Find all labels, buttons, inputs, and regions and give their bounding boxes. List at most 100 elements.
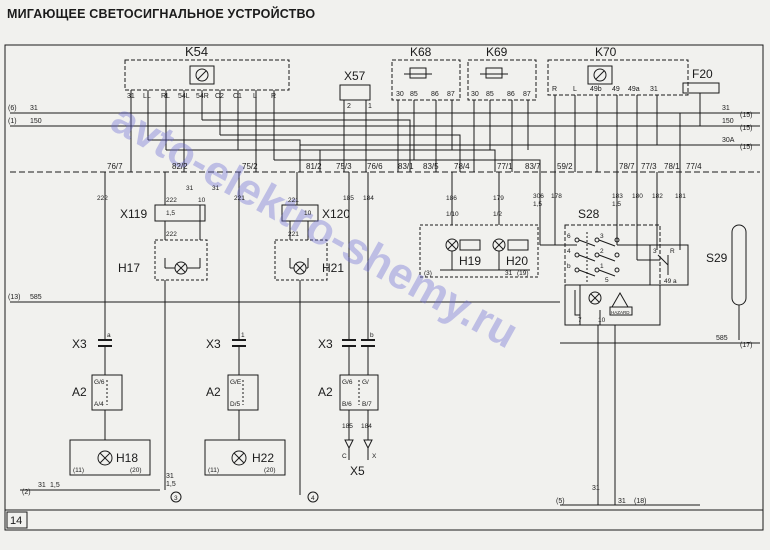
- k69-pins: 30 85 86 87: [471, 91, 531, 98]
- cross-wires: [148, 119, 541, 172]
- wire-code: 83/1: [398, 162, 414, 171]
- bus-label: (6): [8, 105, 17, 112]
- k70-pins: R L 49b 49 49a 31: [552, 86, 658, 93]
- wire-code: 83/7: [525, 162, 541, 171]
- x5-pin-1: [344, 439, 354, 450]
- s28-contacts: [574, 232, 620, 282]
- a2-label: A2: [318, 385, 333, 399]
- wire-code: 78/4: [454, 162, 470, 171]
- wire-number: 181: [675, 193, 686, 200]
- wire-code: 81/2: [306, 162, 322, 171]
- k68-label: K68: [410, 45, 432, 59]
- diagram-frame: [4, 44, 764, 531]
- k68-box: [391, 59, 461, 101]
- ref-circle-3: [170, 491, 182, 503]
- h22-label: H22: [252, 451, 274, 465]
- s28-pin: 1: [600, 263, 604, 270]
- vertical-wires-middle: [104, 172, 681, 340]
- bus-label: 585: [30, 294, 42, 301]
- wire-code: 77/3: [641, 162, 657, 171]
- k68-pin: 30: [396, 91, 404, 98]
- s28-switch-box: [564, 224, 661, 286]
- wire-number: 306: [533, 193, 544, 200]
- a2-module-b: [227, 374, 259, 411]
- s29-pin: 49 a: [664, 278, 677, 285]
- x3-pin: 1: [241, 332, 245, 339]
- k68-relay-coil: [409, 67, 427, 79]
- h22-lamp-box: [204, 439, 286, 476]
- a2-pin: B/7: [362, 401, 372, 408]
- bus-label: 1,5: [166, 481, 176, 488]
- lamp-ref: (20): [264, 467, 276, 474]
- a2-pin: G/E: [230, 379, 242, 386]
- f20-fuse: [682, 82, 720, 94]
- wire-code: 76/6: [367, 162, 383, 171]
- x119-connector: [154, 204, 206, 222]
- wire-code: 82/2: [172, 162, 188, 171]
- k69-label: K69: [486, 45, 508, 59]
- k70-label: K70: [595, 45, 617, 59]
- wire-code: 77/4: [686, 162, 702, 171]
- x3-label: X3: [318, 337, 333, 351]
- k69-pin: 85: [486, 91, 494, 98]
- wire-number: 186: [446, 195, 457, 202]
- page-title: МИГАЮЩЕЕ СВЕТОСИГНАЛЬНОЕ УСТРОЙСТВО: [7, 7, 316, 21]
- ref-circle-4: [307, 491, 319, 503]
- x5-pin-2: [363, 439, 373, 450]
- page-number: 14: [10, 515, 22, 527]
- k68-pin: 87: [447, 91, 455, 98]
- wire-number: 1/2: [493, 211, 502, 218]
- gauge-label: 1,5: [612, 201, 621, 208]
- wire-number: 221: [288, 197, 299, 204]
- k70-box: [547, 59, 689, 96]
- a2-label: A2: [206, 385, 221, 399]
- k70-pin: 49: [612, 86, 620, 93]
- x3-connectors: [98, 339, 375, 347]
- wire-number: 222: [166, 231, 177, 238]
- indicator-ref: 31: [505, 270, 513, 277]
- watermark: avto-elektro-shemy.ru: [103, 94, 526, 358]
- x5-wire: 185: [342, 423, 353, 430]
- h21-label: H21: [322, 261, 344, 275]
- s29-label: S29: [706, 251, 728, 265]
- bus-label: 31: [166, 473, 174, 480]
- x5-wire: 184: [361, 423, 372, 430]
- s28-pin: 7: [578, 317, 582, 324]
- h22-lamp: [231, 450, 247, 466]
- k68-pin: 85: [410, 91, 418, 98]
- s28-pin: b: [567, 263, 571, 270]
- k69-pin: 30: [471, 91, 479, 98]
- k70-pin: 49b: [590, 86, 602, 93]
- a2-module-a: [91, 374, 123, 411]
- s28-pin: 6: [567, 233, 571, 240]
- bus-label: 31: [592, 485, 600, 492]
- k68-pin: 86: [431, 91, 439, 98]
- hazard-indicator-box: [564, 284, 661, 326]
- lamp-ref: (20): [130, 467, 142, 474]
- h17-lamp-box: [154, 239, 208, 281]
- labels: K54 K68 K69 K70 F20 X57 31 LL RL 54L 54R…: [8, 44, 752, 527]
- bus-label: 150: [722, 118, 734, 125]
- lamp-ref: (11): [208, 467, 219, 474]
- wire-number: 183: [612, 193, 623, 200]
- bus-label: (13): [8, 294, 20, 301]
- bus-label: (15): [740, 112, 752, 119]
- f20-label: F20: [692, 67, 713, 81]
- k54-pin: LL: [143, 93, 151, 100]
- wire-number: 10: [198, 197, 206, 204]
- bus-label: (1): [8, 118, 17, 125]
- k54-flasher-symbol: [189, 65, 215, 85]
- k69-pin: 87: [523, 91, 531, 98]
- a2-pin: D/5: [230, 401, 241, 408]
- x120-connector: [281, 204, 319, 222]
- x57-label: X57: [344, 69, 366, 83]
- wire-number: 1,5: [166, 210, 175, 217]
- s28-lamp: [588, 291, 602, 305]
- indicator-ref: (19): [517, 270, 529, 277]
- k69-box: [467, 59, 537, 101]
- k68-pins: 30 85 86 87: [396, 91, 455, 98]
- a2-label: A2: [72, 385, 87, 399]
- x119-label: X119: [120, 207, 147, 221]
- k54-pin: RL: [161, 93, 170, 100]
- bus-label: 585: [716, 335, 728, 342]
